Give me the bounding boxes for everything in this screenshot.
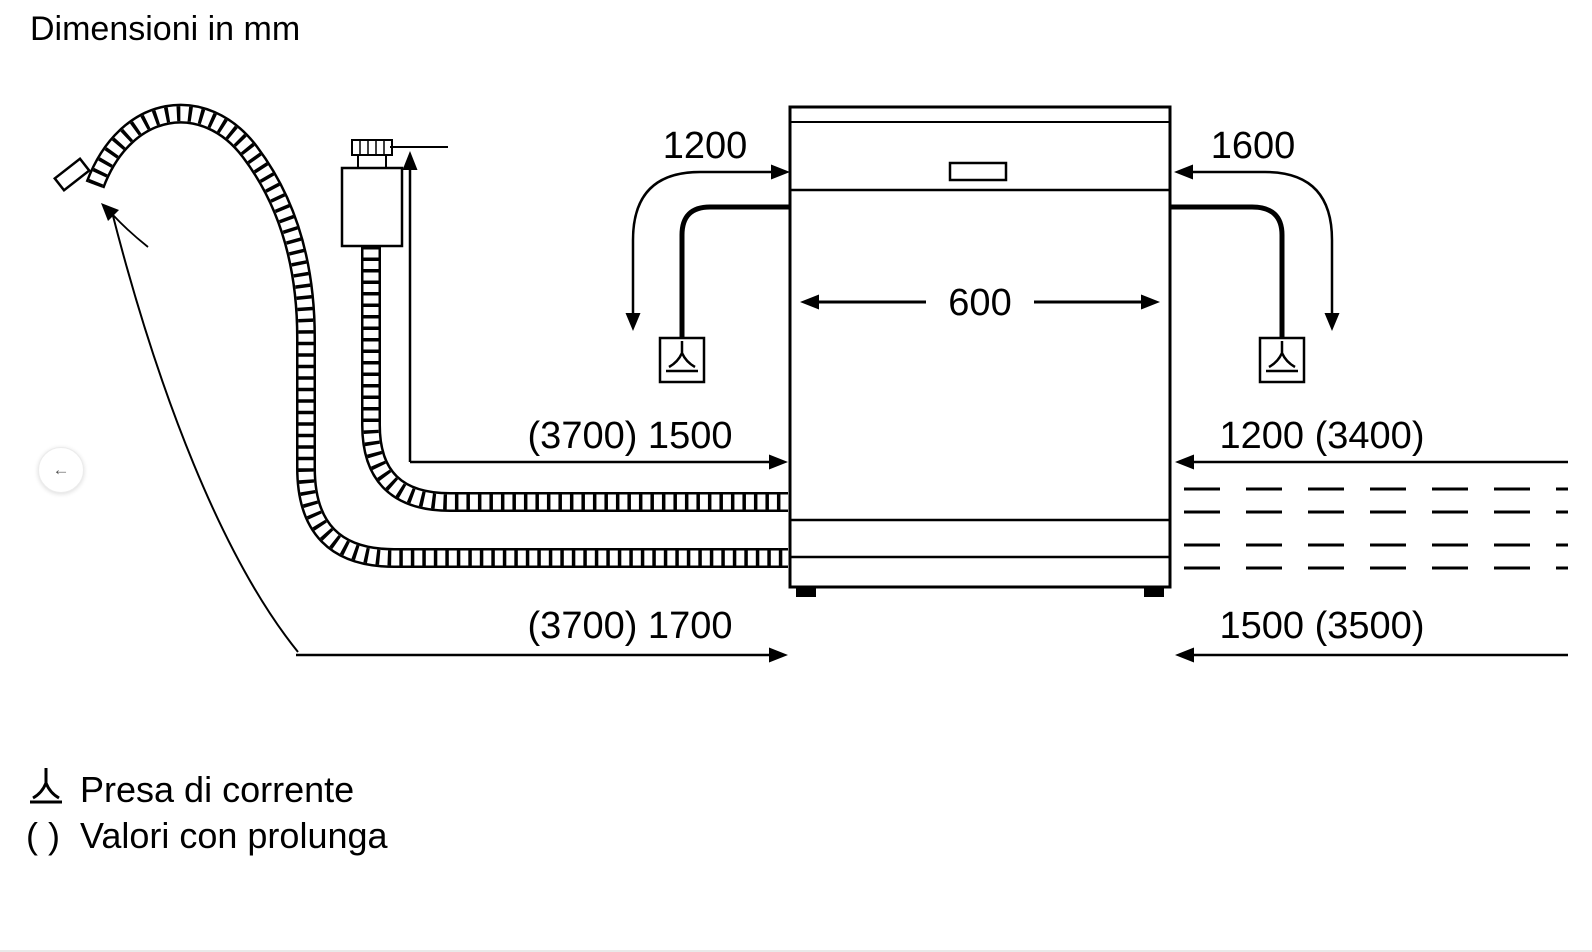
dimension-bottom-right-label: 1500 (3500)	[1220, 605, 1425, 647]
dimension-bottom-left-label: (3700) 1700	[528, 605, 733, 647]
power-cable-left	[658, 204, 790, 384]
dimension-top-left-label: 1200	[663, 125, 748, 167]
flow-direction-arrowhead	[101, 203, 119, 221]
legend-extension-label: Valori con prolunga	[80, 815, 389, 856]
appliance-foot-right	[1144, 588, 1164, 597]
supply-hose	[340, 139, 788, 502]
dimension-width-label: 600	[948, 282, 1011, 324]
dimension-middle-left-label: (3700) 1500	[528, 415, 733, 457]
dimension-top-right-label: 1600	[1211, 125, 1296, 167]
page-divider	[0, 950, 1592, 952]
dimension-bottom-left: (3700) 1700	[111, 211, 788, 663]
drain-hose-nozzle	[53, 156, 91, 193]
dimension-top-right: 1600	[1174, 125, 1340, 331]
legend: Presa di corrente ( ) Valori con prolung…	[26, 768, 389, 856]
power-socket-icon	[658, 336, 706, 384]
dimension-middle-right-label: 1200 (3400)	[1220, 415, 1425, 457]
dimension-width: 600	[800, 282, 1160, 324]
appliance-foot-left	[796, 588, 816, 597]
power-socket-icon	[1258, 336, 1306, 384]
dimension-bottom-right: 1500 (3500)	[1175, 605, 1568, 663]
aquastop-valve-icon	[340, 139, 404, 248]
dimension-middle-left: (3700) 1500	[390, 146, 788, 470]
drain-hose	[53, 114, 788, 558]
arrow-left-icon: ←	[52, 460, 70, 479]
page-title: Dimensioni in mm	[30, 10, 300, 48]
appliance-outline	[788, 105, 1172, 597]
dimension-middle-right: 1200 (3400)	[1175, 415, 1568, 470]
legend-parentheses-symbol: ( )	[26, 815, 60, 856]
power-cable-right	[1170, 204, 1306, 384]
power-socket-icon	[30, 768, 62, 804]
flow-direction-line	[112, 214, 149, 248]
appliance-handle	[948, 161, 1008, 182]
dimension-top-left: 1200	[625, 125, 790, 331]
legend-socket-label: Presa di corrente	[80, 769, 354, 810]
carousel-prev-button[interactable]: ←	[38, 447, 84, 493]
hose-continuation-dashes	[1184, 487, 1568, 570]
